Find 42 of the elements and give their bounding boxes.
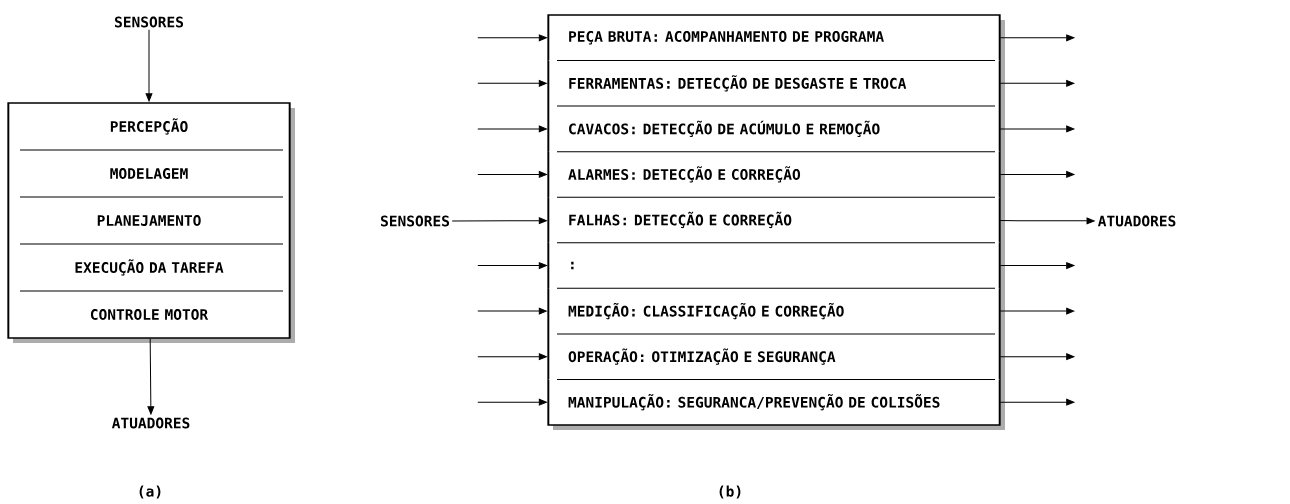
task-row: CAVACOS: DETECÇÃO DE ACÚMULO E REMOÇÃO: [548, 106, 1000, 152]
output-label: ATUADORES: [1097, 215, 1176, 227]
arrow: [999, 79, 1075, 87]
arrow: [999, 398, 1075, 406]
arrow: [147, 338, 155, 415]
panel-label: (a): [139, 485, 161, 499]
arrow: [999, 307, 1075, 315]
output-label: ATUADORES: [111, 417, 190, 429]
task-row: OPERAÇÃO: OTIMIZAÇÃO E SEGURANÇA: [548, 333, 1000, 380]
panel-label: (b): [719, 485, 741, 499]
layer-row: CONTROLE MOTOR: [8, 291, 290, 338]
layer-stack-box: [7, 102, 295, 343]
arrow: [451, 217, 547, 225]
task-row: FALHAS: DETECÇÃO E CORREÇÃO: [548, 197, 1000, 243]
layer-row: EXECUÇÃO DA TAREFA: [8, 244, 290, 291]
arrow: [999, 34, 1075, 42]
arrow: [999, 125, 1075, 133]
arrow: [477, 307, 547, 315]
input-label: SENSORES: [381, 215, 450, 227]
arrow: [477, 125, 547, 133]
arrow: [477, 34, 547, 42]
arrow: [477, 353, 547, 361]
task-row: MANIPULAÇÃO: SEGURANCA/PREVENÇÃO DE COLISÕES: [548, 379, 1000, 425]
arrow: [477, 79, 547, 87]
task-row: FERRAMENTAS: DETECÇÃO DE DESGASTE E TROCA: [548, 60, 1000, 107]
arrow: [999, 262, 1075, 269]
task-row: MEDIÇÃO: CLASSIFICAÇÃO E CORREÇÃO: [548, 288, 1000, 334]
input-label: SENSORES: [115, 16, 184, 28]
arrow: [999, 171, 1075, 178]
task-row: ALARMES: DETECÇÃO E CORREÇÃO: [548, 151, 1000, 198]
task-row: :: [548, 242, 1000, 289]
arrow: [477, 171, 547, 178]
task-row: PEÇA BRUTA: ACOMPANHAMENTO DE PROGRAMA: [548, 15, 1000, 61]
arrow: [145, 29, 153, 102]
layer-row: PLANEJAMENTO: [8, 197, 290, 244]
arrow: [477, 262, 547, 269]
layer-row: MODELAGEM: [8, 150, 290, 197]
arrow: [999, 353, 1075, 361]
layer-row: PERCEPÇÃO: [8, 103, 290, 150]
task-table-box: [547, 14, 1005, 430]
arrow: [999, 217, 1095, 225]
arrow: [477, 398, 547, 406]
